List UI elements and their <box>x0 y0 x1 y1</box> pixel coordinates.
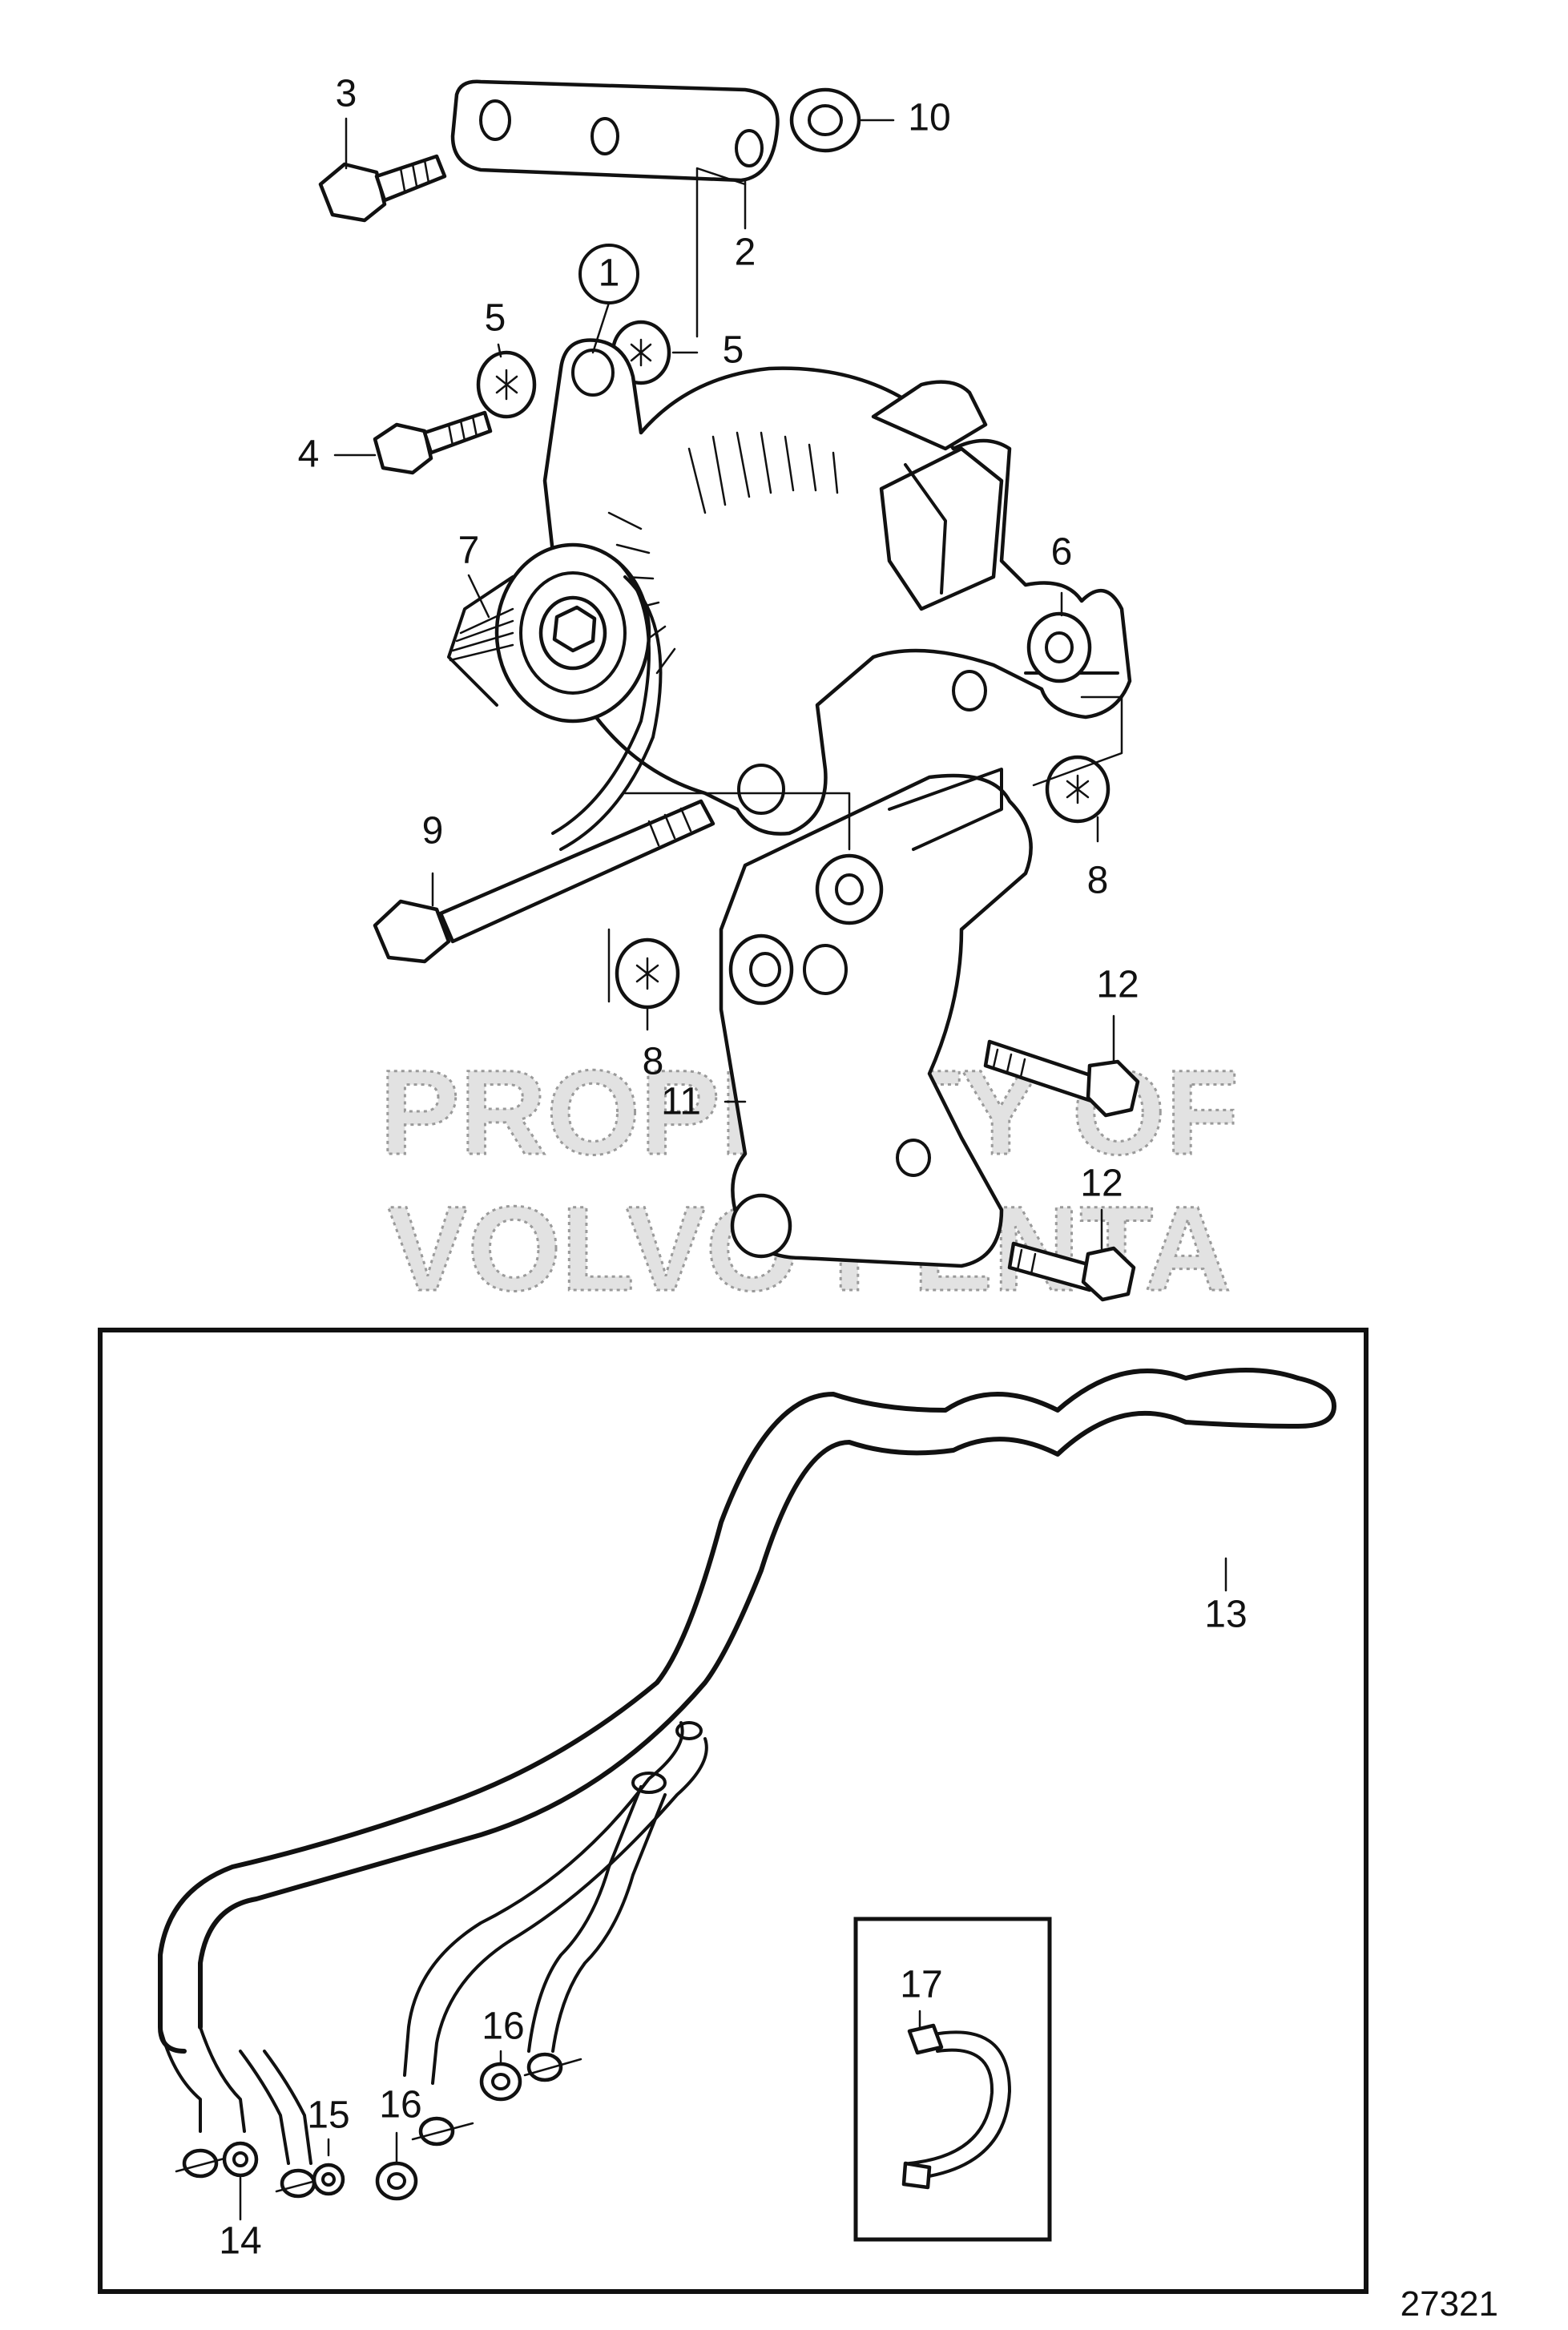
callout-1-circle <box>578 244 639 304</box>
cable-harness-13 <box>158 1368 1336 2165</box>
callout-4: 4 <box>298 433 320 476</box>
flange-nut-10 <box>789 87 861 153</box>
callout-3: 3 <box>336 73 357 115</box>
nut-14 <box>222 2141 259 2178</box>
bolt-3 <box>318 154 447 223</box>
lock-washer-8-lower <box>615 937 680 1010</box>
alternator-part <box>542 338 1132 836</box>
pulley-and-belt-7 <box>447 542 663 851</box>
lock-washer-8-upper <box>1045 755 1110 824</box>
callout-9: 9 <box>422 810 444 853</box>
cable-tie-detail-frame <box>853 1917 1052 2242</box>
callout-5-left: 5 <box>485 297 506 340</box>
long-bolt-9 <box>373 799 715 964</box>
callout-8-lower: 8 <box>643 1041 664 1083</box>
leader-lines-upper <box>333 117 1123 1250</box>
nut-16-right <box>479 2062 522 2102</box>
flange-nut-6 <box>1026 611 1092 683</box>
callout-10: 10 <box>908 97 950 139</box>
callout-6: 6 <box>1051 531 1073 574</box>
callout-14: 14 <box>219 2220 261 2263</box>
nut-16-left <box>375 2161 418 2201</box>
callout-16-left: 16 <box>379 2084 421 2126</box>
callout-12-upper: 12 <box>1096 964 1139 1006</box>
callout-5-right: 5 <box>723 329 744 372</box>
callout-13: 13 <box>1204 1594 1247 1636</box>
bolt-12-lower <box>1007 1241 1136 1302</box>
bolt-12-upper <box>983 1039 1140 1118</box>
bolt-4 <box>373 410 493 475</box>
lock-washer-5-left <box>476 350 537 419</box>
bracket-bar-part <box>450 79 780 183</box>
callout-8-upper: 8 <box>1087 860 1109 902</box>
cable-tie-17 <box>901 2023 1011 2190</box>
callout-17: 17 <box>900 1964 942 2006</box>
callout-labels: 1 2 3 4 5 5 6 7 8 8 9 10 11 12 12 13 14 … <box>219 73 1247 2263</box>
nut-15 <box>312 2163 345 2196</box>
callout-2: 2 <box>735 232 756 274</box>
mounting-bracket-11 <box>719 768 1033 1268</box>
callout-11: 11 <box>661 1081 701 1123</box>
figure-number: 27321 <box>1401 2284 1498 2324</box>
callout-12-lower: 12 <box>1080 1163 1123 1205</box>
callout-1: 1 <box>599 252 620 295</box>
harness-detail-frame <box>98 1328 1368 2294</box>
callout-15: 15 <box>307 2094 349 2137</box>
callout-7: 7 <box>458 530 480 572</box>
leader-lines-lower <box>239 1557 1227 2221</box>
callout-16-right: 16 <box>482 2005 524 2048</box>
